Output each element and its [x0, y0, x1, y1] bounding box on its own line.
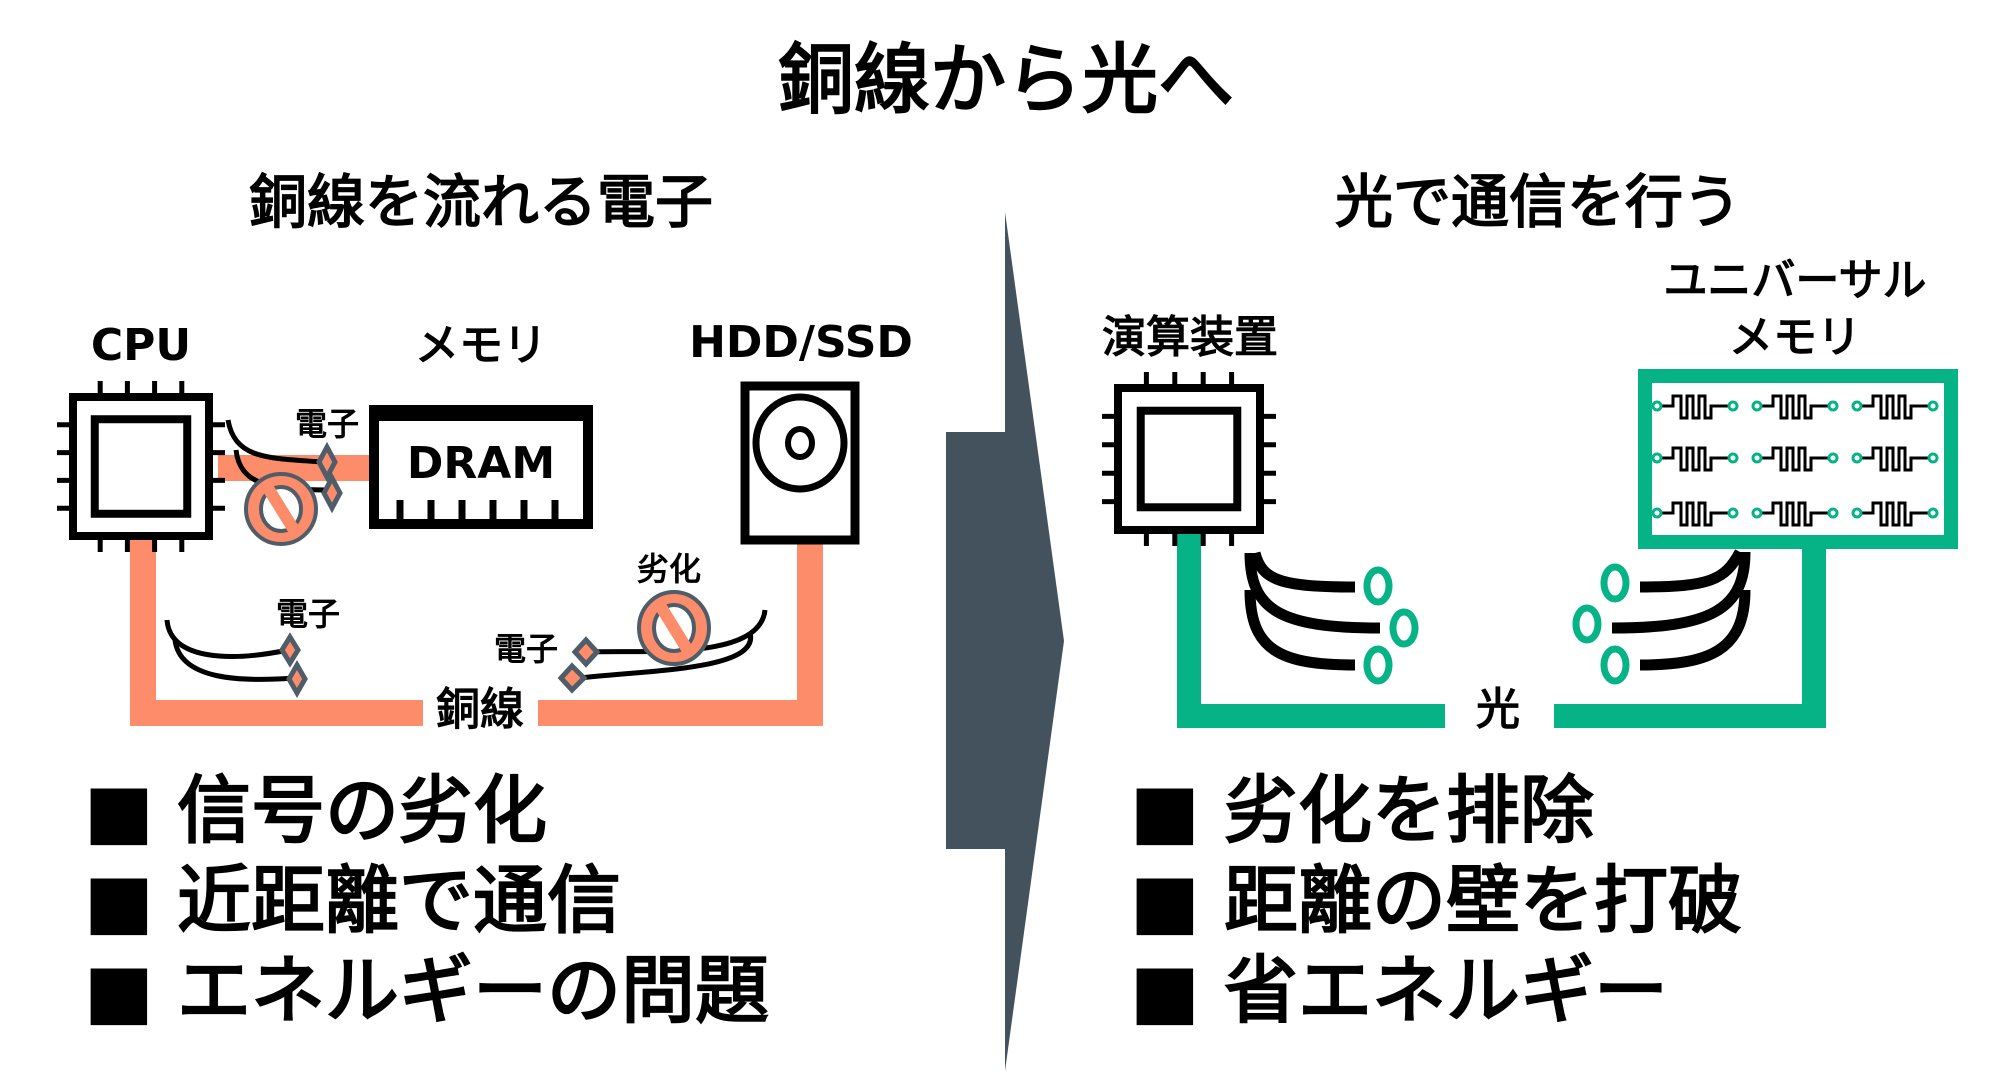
bullet-item: エネルギーの問題: [177, 948, 769, 1034]
page-title: 銅線から光へ: [778, 35, 1234, 124]
chip-core: [1136, 406, 1242, 512]
bullet-marker: ■: [1130, 948, 1200, 1034]
bullet-marker: ■: [1130, 858, 1200, 944]
dram-label: DRAM: [407, 438, 555, 489]
universal-memory-label: ユニバーサル: [1663, 255, 1926, 306]
memristor-icon: [1851, 394, 1939, 420]
degradation-label: 劣化: [637, 550, 701, 588]
bullet-item: 距離の壁を打破: [1224, 858, 1742, 944]
no-symbol-icon: [244, 472, 318, 546]
optical-wire: [1177, 532, 1826, 728]
cpu-label: CPU: [91, 320, 191, 371]
chip-core: [90, 415, 192, 518]
bullet-marker: ■: [84, 948, 154, 1034]
bullet-item: 劣化を排除: [1224, 768, 1595, 854]
optical-fibers: [1244, 549, 1751, 671]
universal-memory-icon: [1638, 369, 1958, 549]
bullet-item: 信号の劣化: [177, 768, 547, 854]
memristor-icon: [1851, 446, 1939, 472]
bullet-marker: ■: [84, 858, 154, 944]
electron-diamonds: [279, 441, 601, 699]
optical-wire-label: 光: [1476, 684, 1520, 735]
right-heading: 光で通信を行う: [1335, 168, 1741, 236]
left-bullet-list: ■ 信号の劣化 ■ 近距離で通信 ■ エネルギーの問題: [84, 768, 769, 1034]
memristor-icon: [1751, 446, 1839, 472]
bullet-marker: ■: [1130, 768, 1200, 854]
memory-label: メモリ: [415, 320, 547, 371]
memristor-icon: [1651, 446, 1739, 472]
bullet-marker: ■: [84, 768, 154, 854]
divider-arrow: [946, 212, 1064, 1071]
left-heading: 銅線を流れる電子: [249, 168, 713, 236]
electron-label: 電子: [276, 595, 340, 633]
hdd-icon: [740, 381, 860, 545]
copper-wire-label: 銅線: [436, 684, 524, 735]
electron-label: 電子: [295, 405, 359, 443]
memristor-icon: [1651, 501, 1739, 527]
storage-label: HDD/SSD: [689, 317, 913, 368]
no-symbol-icon: [637, 590, 711, 666]
right-bullet-list: ■ 劣化を排除 ■ 距離の壁を打破 ■ 省エネルギー: [1130, 768, 1742, 1034]
universal-memory-label: メモリ: [1729, 312, 1861, 363]
processor-label: 演算装置: [1102, 312, 1278, 363]
dram-icon: [369, 405, 593, 529]
cpu-chip-icon: [57, 381, 225, 552]
copper-wire: [130, 455, 823, 726]
memristor-icon: [1751, 501, 1839, 527]
memristor-icon: [1851, 501, 1939, 527]
bullet-item: 近距離で通信: [177, 858, 621, 944]
memristor-icon: [1751, 394, 1839, 420]
processor-chip-icon: [1102, 372, 1276, 546]
electron-label: 電子: [494, 630, 558, 668]
bullet-item: 省エネルギー: [1224, 948, 1668, 1034]
optical-port-rings: [1363, 563, 1630, 685]
memristor-icon: [1651, 394, 1739, 420]
